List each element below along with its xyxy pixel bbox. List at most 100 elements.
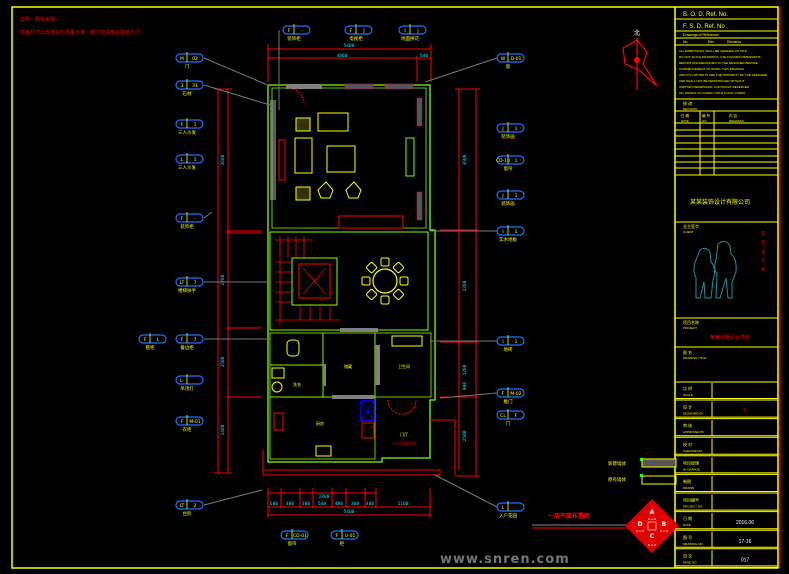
callout-label: 门 [506,420,511,427]
dim-bottom-sub: 2780 [319,494,330,500]
dim-left: 3600 [220,154,226,165]
dining-chair [366,288,378,300]
index-symbol: A B C D D-C-P D-C-P D-C-P D-C-P [625,499,679,553]
callout-number: - [301,29,303,34]
dim-right: 1200 [462,364,468,375]
dimension-texts: 5400 4860 540 2780 5400 3600270015002400… [220,43,468,515]
dim-bottom: 540 [318,501,326,507]
callout-tag[interactable]: L-吊顶灯 [175,374,204,392]
tv-cabinet [405,137,415,177]
company-name: 某某装饰设计有限公司 [690,198,750,206]
callout-label: 鞋柜 [146,344,155,351]
callout-label: 窗 [506,63,511,70]
partition [332,395,374,399]
drawing-title: 一层平面布置图 [548,512,590,520]
callout-number: 7 [194,280,197,286]
callout-code: F [144,337,147,343]
callout-number: J [362,28,364,34]
callout-label: 吊顶灯 [180,385,194,392]
callout-code: F [181,122,184,128]
callout-number: M-02 [510,391,521,397]
lounge-chair [317,181,334,199]
index-sheet: D-C-P [648,517,657,521]
callout-number: M-01 [189,419,200,425]
callout-tag[interactable]: F-装饰柜 [175,212,204,230]
dim-left: 2700 [220,274,226,285]
dim-top-right: 540 [420,53,428,59]
row-label: 制图 [683,478,691,484]
callout-label: 柜 [340,540,345,547]
callout-number: 31 [192,83,198,89]
index-sheet: D-C-P [636,529,645,533]
door-top [286,84,322,89]
elevator [298,263,331,299]
stove [273,412,284,431]
callout-code: I [404,28,405,34]
legend-label: 原有墙体 [608,476,626,483]
callout-code: LT [180,280,185,286]
project-name: 某某别墅设计项目 [710,334,750,341]
dim-right: 2500 [462,430,468,441]
window-right-1 [416,97,423,127]
rev-col: 编 号 [702,113,710,118]
callout-code: F [286,533,289,539]
dim-bottom: 1100 [398,501,409,507]
callout-label: 门 [185,63,190,70]
callout-label: 电视柜 [349,35,363,42]
callout-label: 装饰画 [501,200,515,207]
callout-code: F [502,391,505,397]
callout-number: 1 [515,158,518,164]
callout-code: L- [180,378,184,384]
callout-number: F [515,413,518,419]
row-value: 2016.06 [736,520,754,526]
notes-title: 说明：图纸说明 [20,16,55,23]
callout-number: 7 [194,337,197,343]
index-sheet: D-C-P [660,529,669,533]
vertical-text: 设 [761,248,766,255]
callout-code: J [501,126,503,132]
drawing-frame [11,6,779,569]
callout-label: 实木地板 [499,236,517,243]
callout-number: 1 [194,122,197,128]
note-line: COMMENCEMENT OF WORK. THIS DRAWING [679,67,745,71]
dining-chair [380,257,390,267]
row-label: 日 期 [683,515,692,521]
washing-machine [271,381,283,393]
kitchen-sink [315,445,332,457]
vertical-text: 内 [761,239,766,246]
side-table [295,117,311,132]
note-line: AND ITS CONTENTS ARE THE PROPERTY OF THE… [679,73,768,77]
dining-chair [399,276,409,286]
lounge-chair [345,181,362,199]
callout-tag[interactable]: F-装饰柜 [282,24,311,42]
note-line: DO NOT SCALE DRAWINGS. USE FIGURED DIMEN… [679,55,761,59]
vertical-text: 室 [761,230,766,236]
vertical-text: 计 [761,257,766,264]
legend-swatch-empty [641,475,677,485]
callout-label: 石材 [183,90,192,97]
note-line: ALL WORKS TO COMPLY WITH LOCAL CODES [679,91,745,95]
